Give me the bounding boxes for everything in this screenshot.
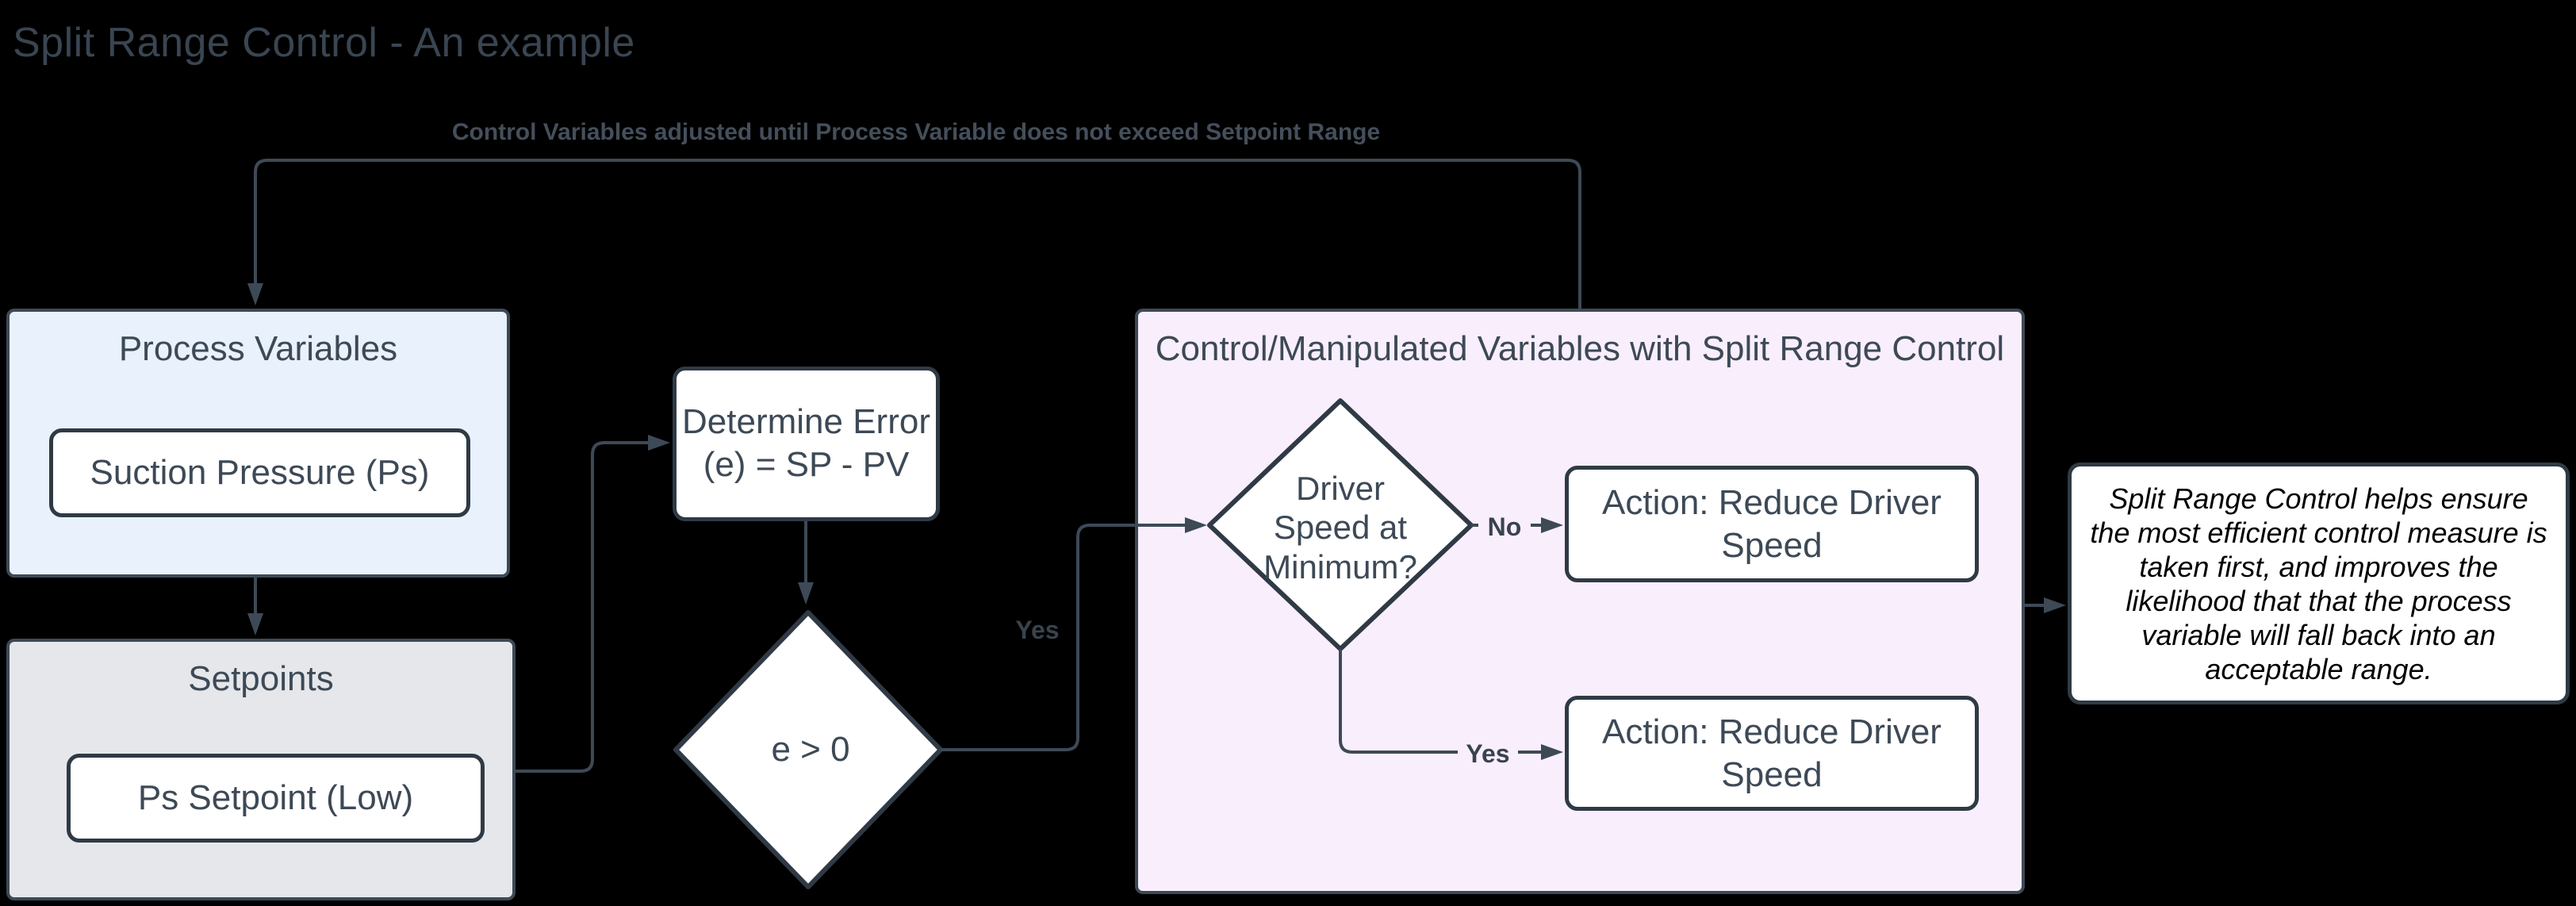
- error-decision-diamond: [673, 610, 943, 889]
- sp-to-de-connector: [516, 441, 648, 773]
- error-decision-text: e > 0: [771, 730, 850, 770]
- feedback-connector: [254, 159, 1581, 309]
- sp-to-de-arrowhead: [648, 435, 670, 451]
- yes-label-error-branch: Yes: [1015, 616, 1060, 644]
- action-no-label: Action: Reduce Driver Speed: [1602, 482, 1942, 565]
- control-variables-group-label: Control/Manipulated Variables with Split…: [1155, 329, 2005, 368]
- feedback-arrowhead: [247, 283, 263, 305]
- error-decision-label: e > 0: [715, 710, 906, 789]
- driver-yes-arrowhead: [1541, 744, 1563, 760]
- driver-speed-line3: Minimum?: [1263, 547, 1417, 585]
- setpoints-group-label: Setpoints: [188, 659, 334, 698]
- no-label-driver-branch: No: [1478, 513, 1531, 541]
- driver-speed-decision-label: Driver Speed at Minimum?: [1237, 452, 1443, 603]
- driver-speed-line1: Driver: [1296, 469, 1385, 507]
- feedback-loop-caption: Control Variables adjusted until Process…: [451, 119, 1381, 145]
- driver-yes-connector: [1339, 649, 1541, 754]
- de-to-e-arrowhead: [798, 582, 814, 605]
- suction-pressure-node: Suction Pressure (Ps): [49, 428, 470, 517]
- annotation-note: Split Range Control helps ensure the mos…: [2068, 463, 2570, 704]
- driver-no-arrowhead: [1541, 517, 1563, 533]
- cv-to-note-arrowhead: [2044, 597, 2066, 613]
- driver-speed-line2: Speed at: [1273, 509, 1408, 547]
- determine-error-line2: (e) = SP - PV: [703, 444, 910, 484]
- determine-error-node: Determine Error (e) = SP - PV: [673, 367, 940, 521]
- e-yes-arrowhead: [1185, 517, 1207, 533]
- e-yes-connector: [941, 524, 1185, 751]
- action-reduce-driver-speed-no-node: Action: Reduce Driver Speed: [1565, 466, 1979, 582]
- ps-setpoint-label: Ps Setpoint (Low): [137, 778, 414, 818]
- pv-to-sp-arrowhead: [247, 613, 263, 635]
- process-variables-group-label: Process Variables: [118, 329, 398, 368]
- yes-label-driver-branch: Yes: [1458, 739, 1518, 768]
- action-yes-label: Action: Reduce Driver Speed: [1602, 712, 1942, 794]
- page-title: Split Range Control - An example: [13, 20, 635, 66]
- ps-setpoint-node: Ps Setpoint (Low): [67, 754, 485, 843]
- action-reduce-driver-speed-yes-node: Action: Reduce Driver Speed: [1565, 696, 1979, 811]
- determine-error-line1: Determine Error: [682, 402, 930, 441]
- suction-pressure-label: Suction Pressure (Ps): [90, 453, 430, 493]
- annotation-text: Split Range Control helps ensure the mos…: [2090, 482, 2547, 685]
